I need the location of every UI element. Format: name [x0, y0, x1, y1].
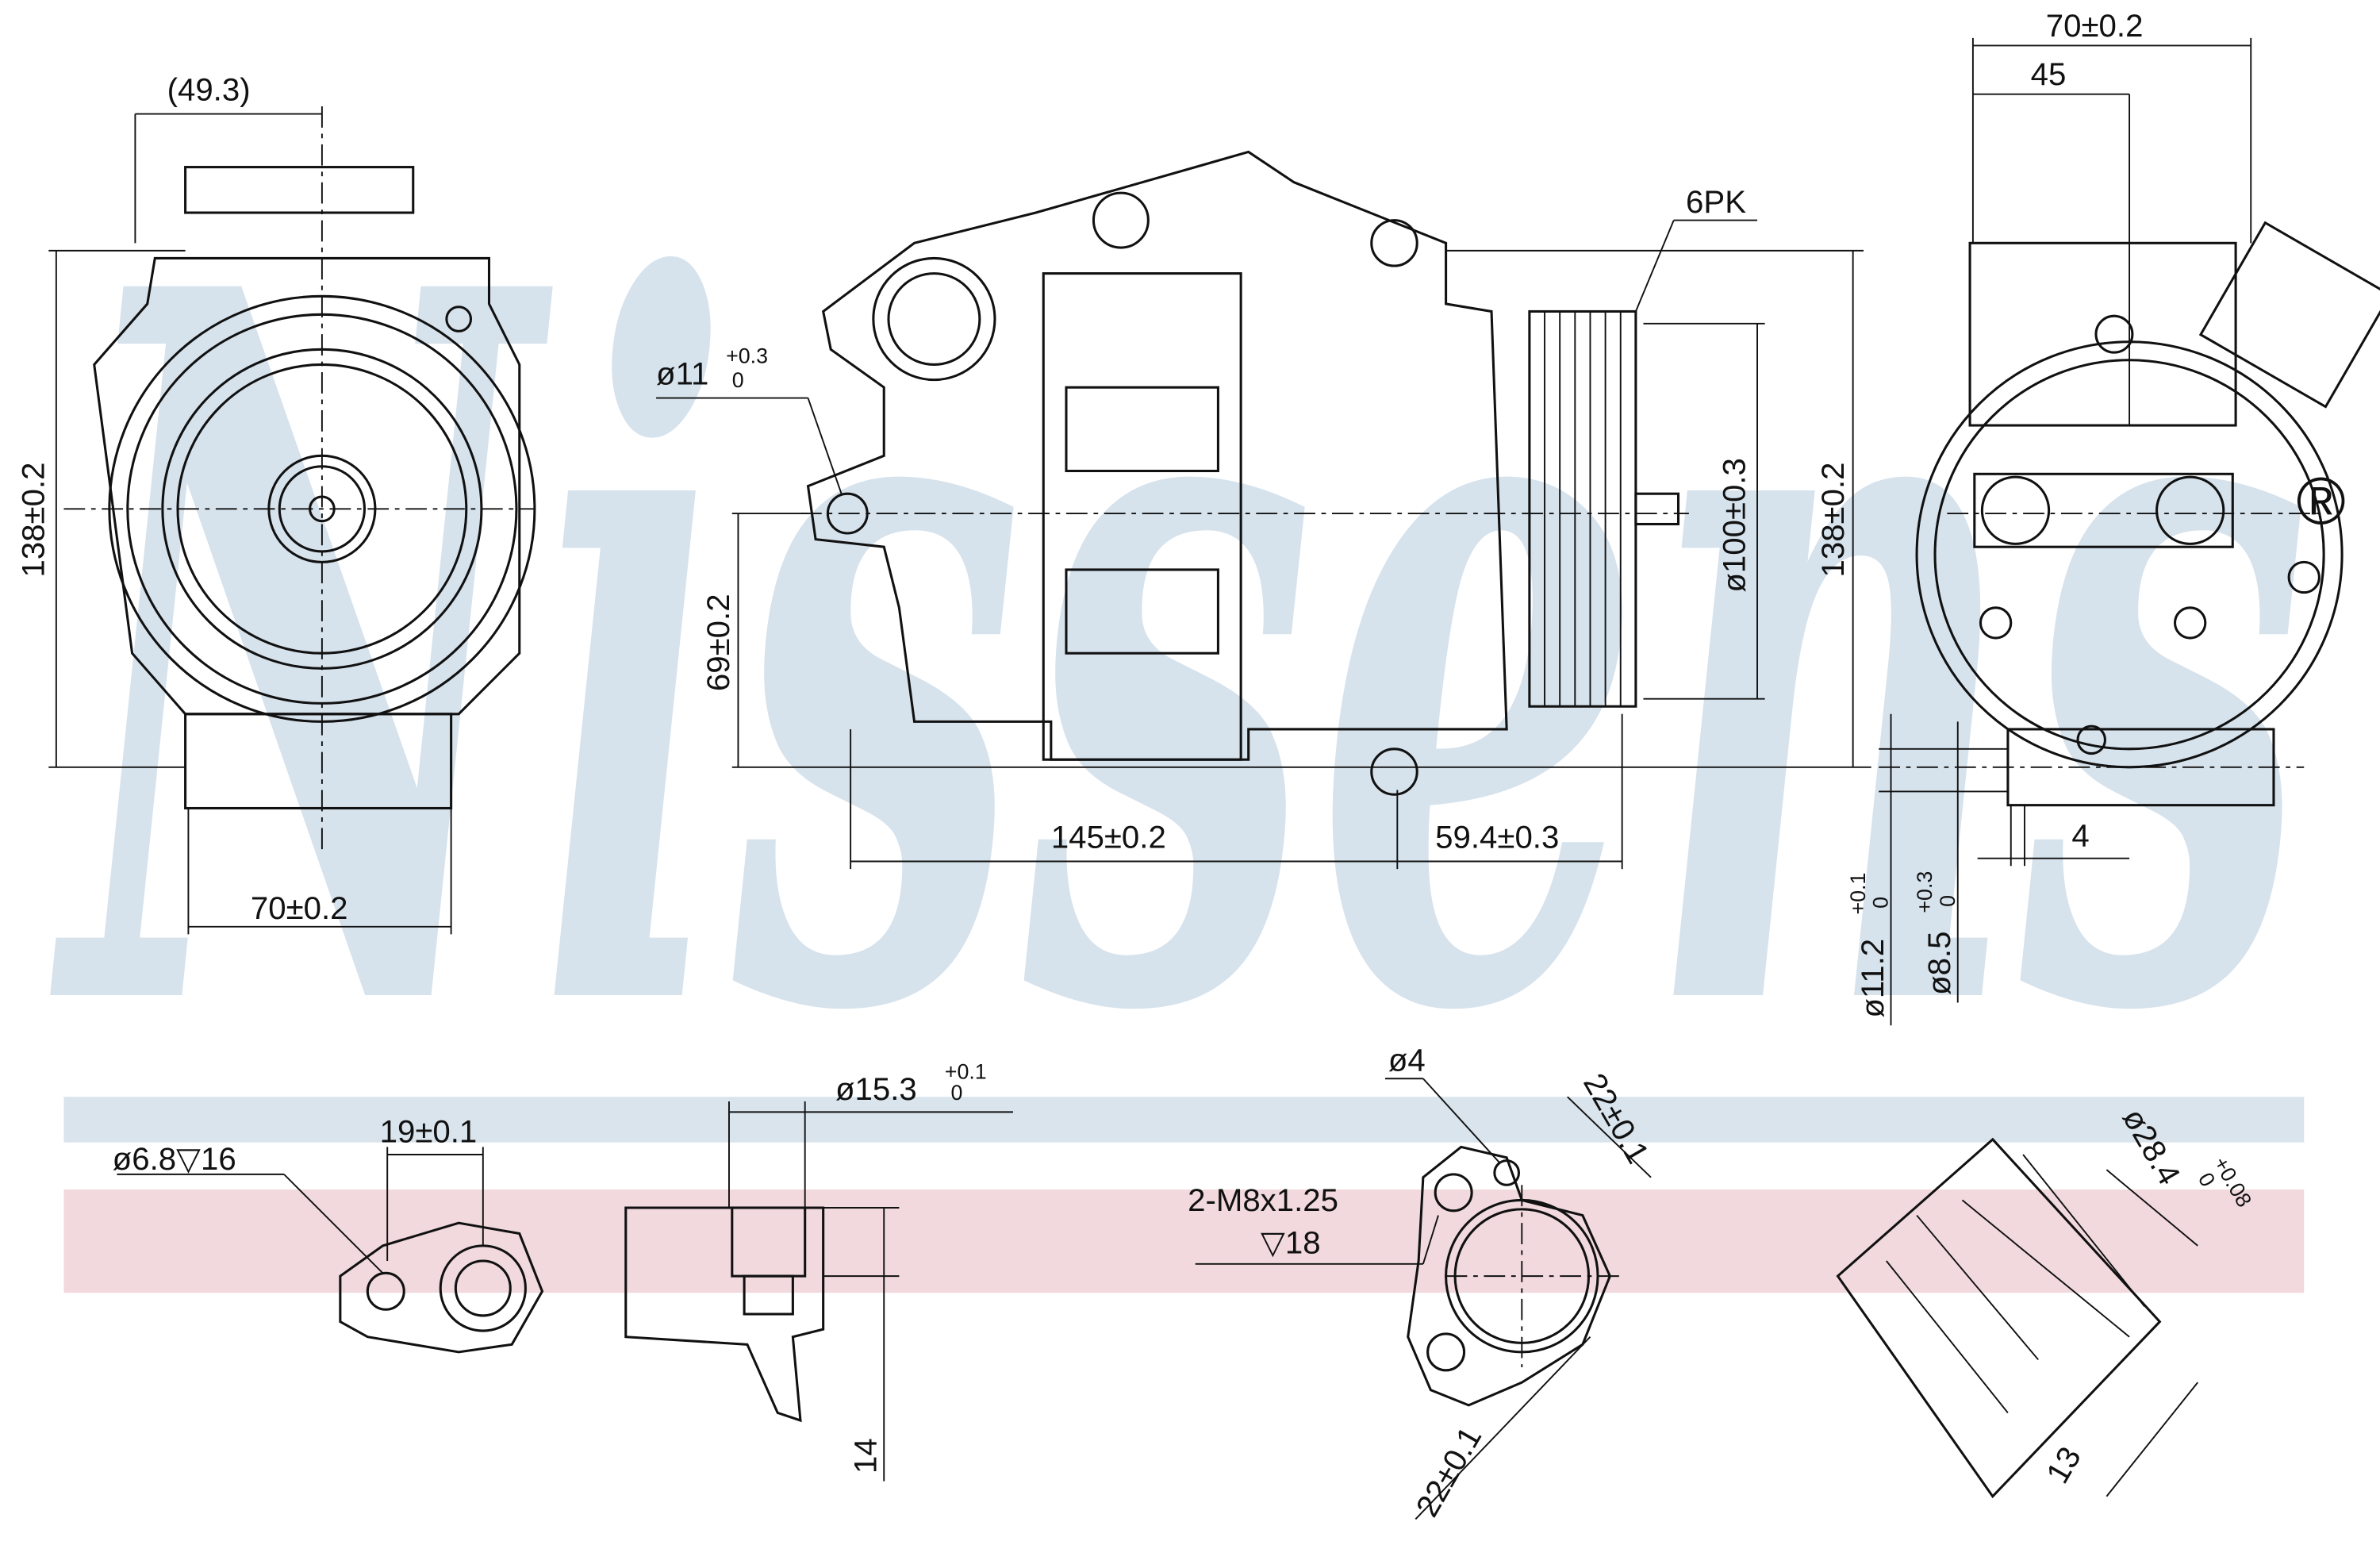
inner-bore-upper-tol: +0.3 — [1913, 871, 1937, 913]
front-top-width: (49.3) — [167, 71, 251, 107]
outer-bore-dim: ø11.2 — [1855, 939, 1891, 1018]
side-view: ø11 +0.3 0 69±0.2 145±0.2 59.4±0.3 6PK ø… — [656, 150, 1871, 870]
inner-bore-dim: ø8.5 — [1921, 932, 1957, 995]
port3-depth: 13 — [2040, 1441, 2088, 1489]
port2-thread-depth: ▽18 — [1261, 1224, 1321, 1260]
front-view: (49.3) 138±0.2 70±0.2 — [16, 71, 536, 935]
stripe-blue — [63, 1097, 2305, 1143]
lug-thickness: 4 — [2071, 817, 2089, 853]
stripe-pink — [63, 1189, 2305, 1293]
port1-depth: 14 — [848, 1438, 884, 1474]
rear-view: 70±0.2 45 4 ø11.2 +0.1 0 ø8.5 +0.3 0 — [1846, 8, 2380, 1026]
pulley-offset: 59.4±0.3 — [1435, 819, 1559, 855]
pulley-diameter: ø100±0.3 — [1717, 458, 1752, 593]
body-length: 145±0.2 — [1051, 819, 1166, 855]
mount-hole-upper-tol: +0.3 — [726, 344, 768, 368]
port-detail-1: ø6.8▽16 19±0.1 ø15.3 +0.1 0 14 — [113, 1059, 1013, 1482]
port1-bore-dim: ø15.3 — [835, 1071, 917, 1107]
belt-type: 6PK — [1686, 184, 1746, 220]
inner-bore-lower-tol: 0 — [1936, 895, 1960, 907]
rear-total-width: 70±0.2 — [2046, 8, 2144, 44]
side-height: 138±0.2 — [1815, 463, 1851, 578]
mount-height: 69±0.2 — [701, 594, 736, 691]
port2-spacing-b: 22±0.1 — [1409, 1420, 1488, 1523]
port1-spacing: 19±0.1 — [380, 1114, 478, 1150]
front-bottom-width: 70±0.2 — [251, 890, 348, 926]
outer-bore-lower-tol: 0 — [1869, 897, 1893, 909]
front-height: 138±0.2 — [16, 463, 52, 578]
port1-bore-lower-tol: 0 — [950, 1081, 962, 1105]
mount-hole-dim: ø11 — [656, 356, 708, 391]
mount-hole-lower-tol: 0 — [732, 368, 744, 392]
port1-bore-upper-tol: +0.1 — [945, 1059, 987, 1083]
outer-bore-upper-tol: +0.1 — [1846, 873, 1870, 915]
port2-pin: ø4 — [1388, 1043, 1426, 1078]
rear-partial-width: 45 — [2031, 56, 2067, 92]
port2-thread: 2-M8x1.25 — [1188, 1182, 1338, 1218]
port1-hole: ø6.8▽16 — [113, 1141, 236, 1177]
